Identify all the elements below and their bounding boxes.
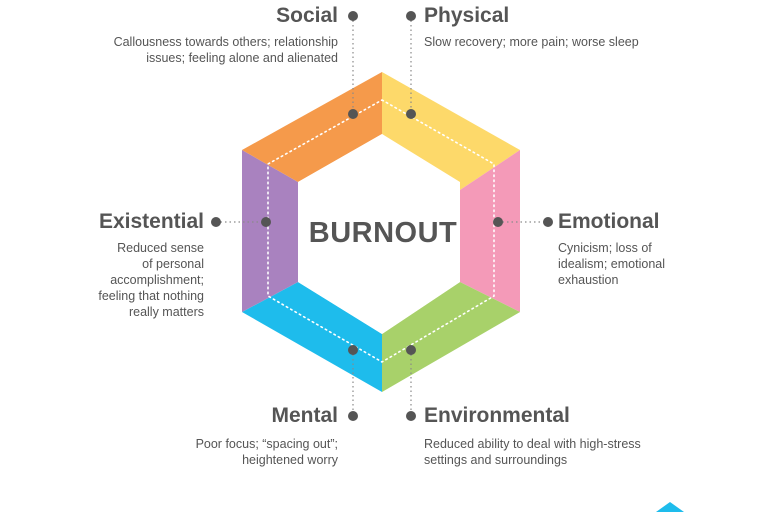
desc-existential-line: feeling that nothing	[98, 289, 204, 303]
dot-social-outer	[348, 11, 358, 21]
dot-environmental-inner	[406, 345, 416, 355]
segment-physical	[382, 72, 520, 190]
desc-social-line: issues; feeling alone and alienated	[146, 51, 338, 65]
desc-physical: Slow recovery; more pain; worse sleep	[424, 34, 639, 50]
segment-mental	[242, 282, 382, 392]
segment-social	[242, 72, 382, 182]
desc-existential-line: of personal	[142, 257, 204, 271]
desc-social-line: Callousness towards others; relationship	[113, 35, 338, 49]
dot-mental-inner	[348, 345, 358, 355]
segment-existential	[242, 150, 298, 312]
desc-existential-line: accomplishment;	[110, 273, 204, 287]
label-emotional: Emotional	[558, 210, 660, 233]
dot-emotional-outer	[543, 217, 553, 227]
dot-environmental-outer	[406, 411, 416, 421]
label-social: Social	[276, 4, 338, 27]
corner-decoration	[656, 502, 684, 512]
desc-mental-line: heightened worry	[242, 453, 338, 467]
dot-social-inner	[348, 109, 358, 119]
label-mental: Mental	[271, 404, 338, 427]
desc-existential-line: Reduced sense	[117, 241, 204, 255]
desc-social: Callousness towards others; relationship…	[114, 34, 338, 66]
dot-emotional-inner	[493, 217, 503, 227]
label-existential: Existential	[98, 210, 204, 233]
desc-environmental-line: Reduced ability to deal with high-stress	[424, 437, 641, 451]
dot-mental-outer	[348, 411, 358, 421]
label-environmental: Environmental	[424, 404, 570, 427]
desc-emotional-line: exhaustion	[558, 273, 619, 287]
dot-existential-inner	[261, 217, 271, 227]
inner-hexagon	[298, 134, 460, 334]
dotted-ring	[267, 99, 495, 363]
dot-physical-inner	[406, 109, 416, 119]
desc-mental: Poor focus; “spacing out”; heightened wo…	[196, 436, 338, 468]
dot-existential-outer	[211, 217, 221, 227]
desc-mental-line: Poor focus; “spacing out”;	[195, 437, 338, 451]
connector-dots	[211, 11, 553, 421]
connectors	[216, 16, 548, 416]
desc-environmental: Reduced ability to deal with high-stress…	[424, 436, 641, 468]
label-physical: Physical	[424, 4, 510, 27]
dot-physical-outer	[406, 11, 416, 21]
segment-emotional	[460, 150, 520, 312]
desc-emotional: Cynicism; loss of idealism; emotional ex…	[558, 240, 665, 288]
desc-physical-line: Slow recovery; more pain; worse sleep	[424, 35, 639, 49]
segment-environmental	[382, 282, 520, 392]
desc-environmental-line: settings and surroundings	[424, 453, 568, 467]
desc-existential: Reduced sense of personal accomplishment…	[98, 240, 204, 320]
center-title: BURNOUT	[308, 217, 458, 249]
desc-existential-line: really matters	[128, 305, 204, 319]
desc-emotional-line: idealism; emotional	[558, 257, 665, 271]
desc-emotional-line: Cynicism; loss of	[558, 241, 652, 255]
